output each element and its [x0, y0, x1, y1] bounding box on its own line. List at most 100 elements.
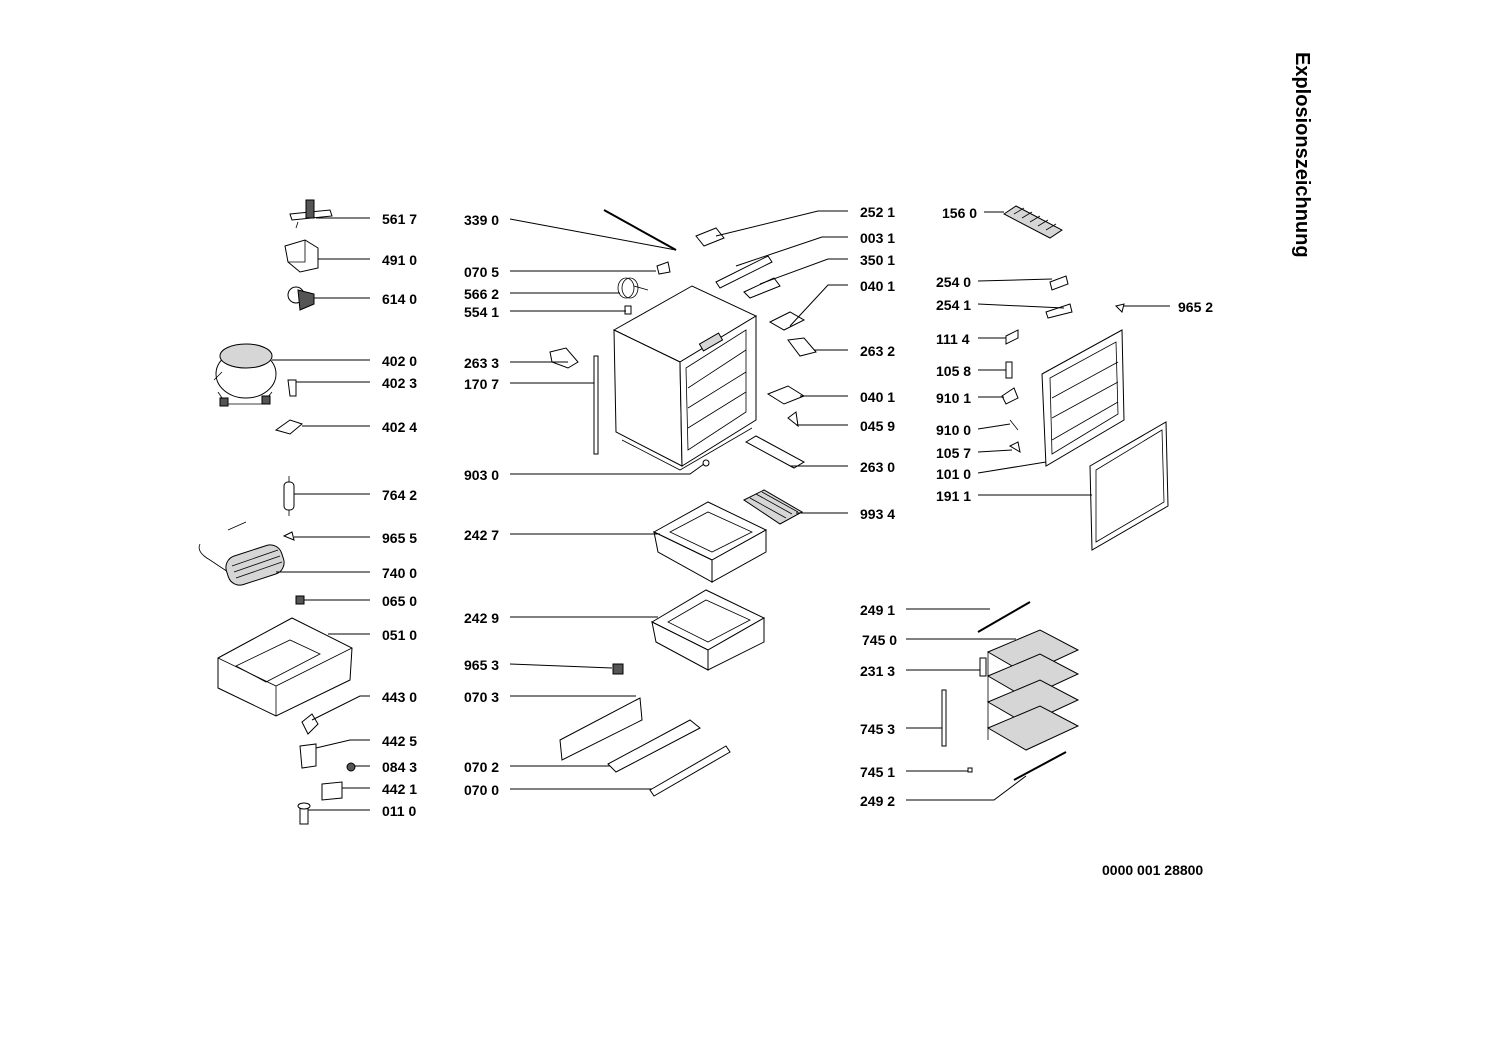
part-compressor-clip: [287, 379, 297, 397]
callout: 764 2: [382, 487, 417, 503]
part-443-0: [301, 713, 319, 735]
part-442-1: [321, 781, 343, 801]
document-number: 0000 001 28800: [1102, 862, 1204, 878]
part-compressor: [213, 343, 277, 407]
part-254-1: [1045, 303, 1073, 319]
callout: 263 2: [860, 343, 895, 359]
callout: 965 2: [1178, 299, 1213, 315]
part-070-0: [649, 745, 731, 797]
part-156-0-ice-tray: [1003, 205, 1063, 239]
callout: 051 0: [382, 627, 417, 643]
part-170-7-strip: [593, 355, 599, 455]
callout: 745 0: [862, 632, 897, 648]
part-252-1: [695, 227, 725, 247]
part-965-5: [282, 531, 295, 541]
callout: 070 0: [464, 782, 499, 798]
callout: 745 3: [860, 721, 895, 737]
callout: 070 3: [464, 689, 499, 705]
part-070-3-panel: [559, 697, 643, 761]
part-910-0: [1009, 419, 1019, 431]
callout: 040 1: [860, 278, 895, 294]
callout: 084 3: [382, 759, 417, 775]
part-350-1: [743, 277, 781, 299]
callout: 011 0: [382, 803, 416, 819]
callout: 263 3: [464, 355, 499, 371]
leader-lines: [272, 210, 1170, 811]
part-249-2: [1013, 751, 1067, 781]
callout: 254 0: [936, 274, 971, 290]
callout: 993 4: [860, 506, 895, 522]
part-070-5: [656, 261, 671, 275]
callout: 263 0: [860, 459, 895, 475]
callout: 442 1: [382, 781, 417, 797]
part-084-3: [346, 762, 356, 772]
callout: 105 8: [936, 363, 971, 379]
callout: 566 2: [464, 286, 499, 302]
callout: 965 3: [464, 657, 499, 673]
part-263-0: [744, 435, 806, 469]
callout: 101 0: [936, 466, 971, 482]
callout: 402 0: [382, 353, 417, 369]
part-105-8: [1005, 361, 1013, 379]
part-554-1: [624, 305, 632, 315]
callout: 170 7: [464, 376, 499, 392]
part-339-0-rod: [603, 209, 677, 251]
part-566-2-coil: [617, 277, 649, 299]
callout: 003 1: [860, 230, 895, 246]
part-745-1: [967, 767, 973, 773]
part-drawings: [198, 199, 1169, 825]
callout: 443 0: [382, 689, 417, 705]
part-cabinet: [612, 285, 758, 471]
callout-labels: 561 7 491 0 614 0 402 0 402 3 402 4 764 …: [382, 204, 1213, 819]
part-993-4-grid: [743, 489, 804, 525]
callout: 252 1: [860, 204, 895, 220]
part-040-1-lower: [766, 385, 806, 405]
part-thermostat-knob: [289, 199, 333, 229]
callout: 065 0: [382, 593, 417, 609]
part-101-0-door: [1041, 329, 1125, 467]
callout: 070 5: [464, 264, 499, 280]
callout: 045 9: [860, 418, 895, 434]
part-condenser: [198, 521, 285, 586]
part-relay-cover: [284, 239, 319, 273]
part-003-1: [715, 255, 773, 289]
callout: 561 7: [382, 211, 417, 227]
callout: 402 4: [382, 419, 417, 435]
part-745-0-shelves: [986, 629, 1080, 751]
callout: 105 7: [936, 445, 971, 461]
callout: 965 5: [382, 530, 417, 546]
callout: 111 4: [936, 331, 970, 347]
part-compressor-bracket: [274, 419, 304, 435]
callout: 745 1: [860, 764, 895, 780]
part-254-0: [1049, 275, 1069, 291]
callout: 249 2: [860, 793, 895, 809]
part-910-1: [1001, 387, 1019, 405]
part-903-0: [702, 459, 710, 467]
part-231-3: [979, 657, 987, 677]
callout: 231 3: [860, 663, 895, 679]
part-111-4: [1005, 329, 1019, 345]
callout: 614 0: [382, 291, 417, 307]
part-040-1-upper: [768, 311, 806, 331]
part-foot: [297, 802, 311, 825]
part-105-7: [1008, 441, 1021, 454]
callout: 040 1: [860, 389, 895, 405]
part-191-1-gasket: [1089, 421, 1169, 551]
part-base-tray: [217, 617, 353, 717]
callout: 156 0: [942, 205, 977, 221]
callout: 442 5: [382, 733, 417, 749]
callout: 350 1: [860, 252, 895, 268]
callout: 070 2: [464, 759, 499, 775]
part-249-1: [977, 601, 1031, 633]
part-242-7-drawer: [652, 501, 768, 583]
callout: 191 1: [936, 488, 971, 504]
callout: 402 3: [382, 375, 417, 391]
part-070-2: [607, 719, 701, 773]
part-965-2: [1115, 303, 1125, 313]
callout: 910 0: [936, 422, 971, 438]
part-442-5: [299, 743, 317, 769]
part-965-3: [612, 663, 624, 675]
part-045-9: [787, 411, 799, 428]
callout: 910 1: [936, 390, 971, 406]
